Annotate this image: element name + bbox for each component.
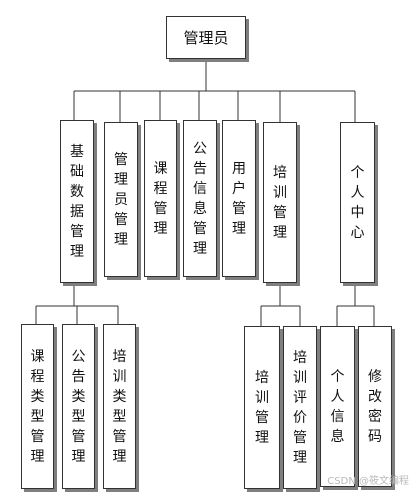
node-training-evaluation: 培训评价管理 — [283, 326, 317, 489]
node-training-management: 培训管理 — [263, 122, 297, 283]
node-admin-management: 管理员管理 — [104, 122, 138, 277]
node-training-type-label: 培训类型管理 — [112, 348, 127, 465]
node-training-sub: 培训管理 — [244, 326, 280, 489]
node-course-type: 课程类型管理 — [21, 324, 54, 489]
node-training-sub-label: 培训管理 — [255, 369, 269, 446]
node-training-type: 培训类型管理 — [103, 324, 136, 489]
node-training-evaluation-label: 培训评价管理 — [293, 349, 307, 466]
root-node: 管理员 — [166, 16, 246, 59]
node-personal-center: 个人中心 — [340, 122, 375, 283]
node-admin-management-label: 管理员管理 — [114, 151, 128, 248]
watermark: CSDN @筱文编程 — [327, 476, 409, 487]
node-course-management: 课程管理 — [144, 120, 177, 277]
node-notice-management-label: 公告信息管理 — [193, 140, 207, 257]
node-training-management-label: 培训管理 — [273, 164, 287, 241]
node-change-password: 修改密码 — [358, 326, 392, 487]
node-basic-data: 基础数据管理 — [60, 120, 94, 283]
node-course-type-label: 课程类型管理 — [30, 348, 45, 465]
node-notice-type: 公告类型管理 — [62, 324, 95, 489]
node-notice-type-label: 公告类型管理 — [71, 348, 86, 465]
node-personal-center-label: 个人中心 — [350, 164, 365, 241]
node-change-password-label: 修改密码 — [368, 368, 382, 445]
node-personal-info: 个人信息 — [320, 326, 355, 487]
node-course-management-label: 课程管理 — [153, 160, 168, 237]
node-notice-management: 公告信息管理 — [183, 120, 217, 277]
root-label: 管理员 — [183, 29, 229, 47]
node-personal-info-label: 个人信息 — [330, 368, 345, 445]
node-user-management-label: 用户管理 — [232, 160, 246, 237]
node-user-management: 用户管理 — [222, 120, 256, 277]
node-basic-data-label: 基础数据管理 — [70, 143, 84, 260]
